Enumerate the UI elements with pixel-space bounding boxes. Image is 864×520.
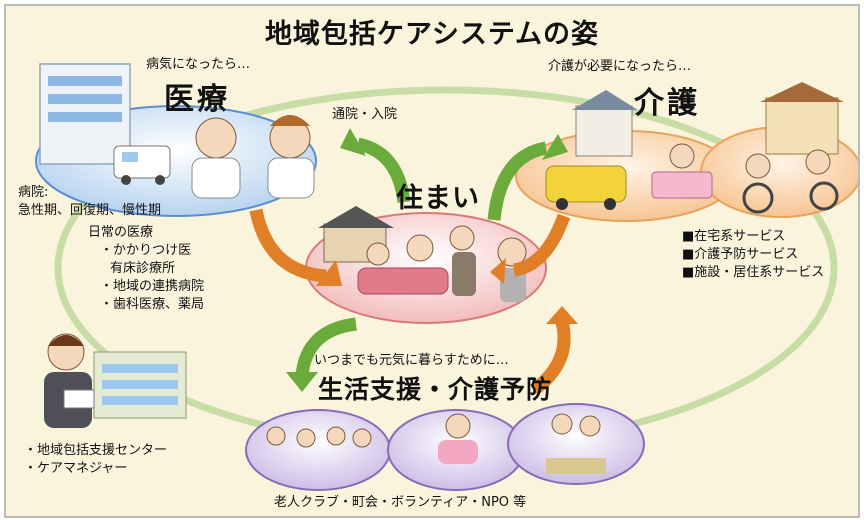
care-illustration xyxy=(515,82,858,222)
center-illustration xyxy=(44,333,187,428)
daily-care-title: 日常の医療 xyxy=(88,225,154,240)
care-services: ■在宅系サービス ■介護予防サービス ■施設・居住系サービス xyxy=(682,228,824,282)
center-info: ・地域包括支援センター ・ケアマネジャー xyxy=(24,442,167,478)
illustration-layer xyxy=(35,63,858,491)
care-service-item: ■施設・居住系サービス xyxy=(682,265,825,280)
hospital-types: 急性期、回復期、慢性期 xyxy=(18,203,162,218)
daily-care-item: ・歯科医療、薬局 xyxy=(100,297,205,312)
medical-caption: 病気になったら… xyxy=(146,57,251,72)
daily-care-item: ・地域の連携病院 xyxy=(100,279,205,294)
care-service-item: ■介護予防サービス xyxy=(682,247,799,262)
support-groups: 老人クラブ・町会・ボランティア・NPO 等 xyxy=(274,495,527,510)
home-heading: 住まい xyxy=(396,183,480,214)
support-illustration xyxy=(245,403,645,491)
support-caption: いつまでも元気に暮らすために… xyxy=(314,353,509,368)
daily-care-item: ・かかりつけ医 xyxy=(100,243,192,258)
visit-label: 通院・入院 xyxy=(332,107,398,122)
care-heading: 介護 xyxy=(634,86,700,121)
support-heading: 生活支援・介護予防 xyxy=(318,375,553,404)
daily-care-item: 有床診療所 xyxy=(110,261,176,276)
medical-illustration xyxy=(35,63,317,217)
home-illustration xyxy=(305,206,547,324)
center-item: ・地域包括支援センター xyxy=(24,443,168,458)
medical-heading: 医療 xyxy=(164,82,230,117)
center-item: ・ケアマネジャー xyxy=(24,461,128,476)
flow-arrows xyxy=(249,128,578,396)
care-caption: 介護が必要になったら… xyxy=(548,59,692,74)
diagram-title: 地域包括ケアシステムの姿 xyxy=(264,19,600,50)
hospital-info: 病院: 急性期、回復期、慢性期 xyxy=(18,184,161,220)
care-service-item: ■在宅系サービス xyxy=(682,229,786,244)
daily-care-info: 日常の医療 ・かかりつけ医 有床診療所 ・地域の連携病院 ・歯科医療、薬局 xyxy=(88,224,204,314)
diagram-frame: 地域包括ケアシステムの姿 病気になったら… 医療 通院・入院 病院: 急性期、回… xyxy=(4,4,860,518)
hospital-title: 病院: xyxy=(18,185,49,200)
